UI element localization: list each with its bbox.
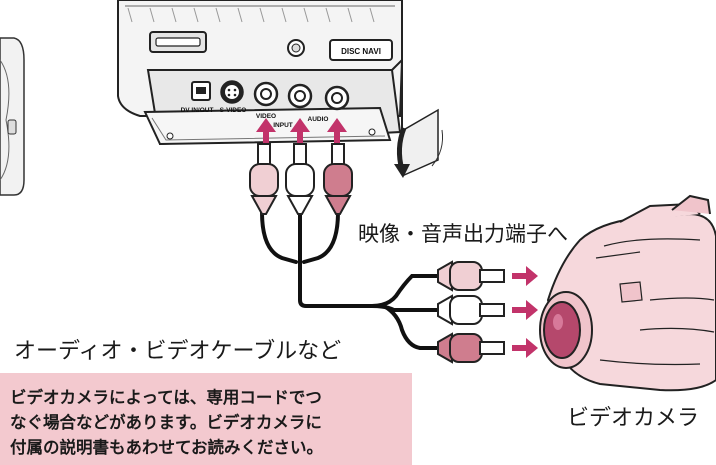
arrow-right-audio-right [512, 338, 538, 358]
disc-navi-button [329, 39, 393, 61]
plug-audio-left-right [437, 294, 505, 326]
input-label: INPUT [273, 122, 293, 129]
audio-label: AUDIO [308, 116, 329, 123]
arrow-up-audio-left [290, 118, 310, 146]
disc-navi-label: DISC NAVI [341, 47, 381, 56]
plug-audio-left-top [285, 143, 315, 215]
camcorder-lens [543, 301, 581, 359]
plug-audio-right-top [323, 143, 353, 215]
note-line: ビデオカメラによっては、専用コードでつ [10, 388, 322, 407]
plug-video-top [249, 143, 279, 215]
note-line: なぐ場合などがあります。ビデオカメラに [10, 413, 322, 432]
input-arrows [256, 118, 347, 148]
camcorder-label: ビデオカメラ [567, 406, 700, 431]
camcorder-illustration [539, 194, 716, 392]
note-box: ビデオカメラによっては、専用コードでつ なぐ場合などがあります。ビデオカメラに … [0, 373, 412, 465]
plug-video-right [437, 260, 505, 292]
output-arrows [512, 266, 538, 358]
arrow-up-video [256, 118, 276, 148]
recorder-front-panel: DISC NAVI DV IN/OUT S-VIDEO [117, 0, 443, 178]
cable-label: オーディオ・ビデオケーブルなど [14, 339, 342, 364]
arrow-up-audio-right [327, 118, 347, 146]
av-cable [260, 210, 442, 350]
arrow-right-audio-left [512, 300, 538, 320]
note-line: 付属の説明書もあわせてお読みください。 [10, 438, 324, 457]
output-terminal-label: 映像・音声出力端子へ [358, 222, 568, 246]
video-label: VIDEO [256, 113, 276, 120]
dv-in-out-label: DV IN/OUT [181, 107, 214, 114]
plug-audio-right-right [437, 332, 505, 364]
arrow-right-video [512, 266, 538, 286]
side-device [0, 37, 25, 196]
s-video-label: S-VIDEO [220, 107, 247, 114]
